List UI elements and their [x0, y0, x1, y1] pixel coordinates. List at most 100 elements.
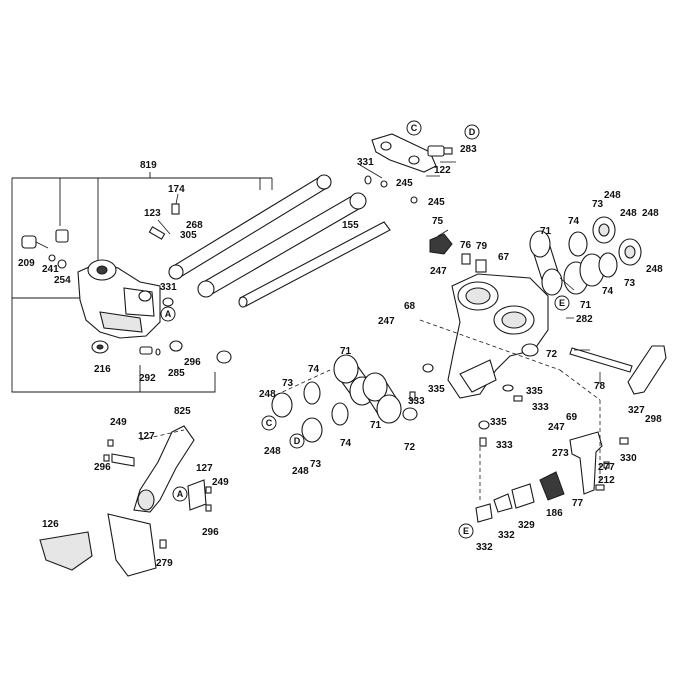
- part-label: 75: [432, 216, 444, 227]
- washers-74-73-right: [568, 216, 642, 278]
- part-label: 73: [592, 199, 604, 210]
- callout-circle: [172, 486, 188, 502]
- part-label: 333: [496, 440, 513, 451]
- callout-label: A: [177, 489, 184, 499]
- callout-label: E: [463, 526, 469, 536]
- part-label: 329: [518, 520, 535, 531]
- callout-label: E: [559, 298, 565, 308]
- small-parts-331-245: [364, 175, 418, 204]
- part-label: 248: [264, 446, 281, 457]
- part-label: 71: [540, 226, 552, 237]
- part-label: 77: [572, 498, 584, 509]
- spring-76-79: [461, 253, 487, 273]
- washers-74-73-center: [271, 381, 418, 443]
- callout-circle: [160, 306, 176, 322]
- callout-circle: [261, 415, 277, 431]
- dashed-leaders: [139, 319, 601, 500]
- part-label: 79: [476, 241, 488, 252]
- part-label: 73: [282, 378, 294, 389]
- label-leaders: [157, 161, 601, 384]
- plates-186-329-332: [475, 471, 565, 523]
- part-label: 248: [604, 190, 621, 201]
- part-label: 122: [434, 165, 451, 176]
- part-label: 248: [292, 466, 309, 477]
- part-label: 241: [42, 264, 59, 275]
- roller-71-lower-right: [563, 253, 605, 295]
- part-label: 283: [460, 144, 477, 155]
- nozzle-126: [39, 531, 93, 571]
- part-label: 74: [308, 364, 320, 375]
- part-label: 282: [576, 314, 593, 325]
- part-label: 279: [156, 558, 173, 569]
- assembly-819-frame: [11, 172, 273, 393]
- part-label: 331: [357, 157, 374, 168]
- part-label: 247: [430, 266, 447, 277]
- top-bracket-122: [371, 133, 437, 173]
- callout-circle: [458, 523, 474, 539]
- part-label: 212: [598, 475, 615, 486]
- part-label: 305: [180, 230, 197, 241]
- part-label: 71: [340, 346, 352, 357]
- part-label: 268: [186, 220, 203, 231]
- part-label: 819: [140, 160, 157, 171]
- rail-tube-upper: [168, 174, 332, 280]
- lever-327: [627, 345, 667, 395]
- part-label: 127: [138, 431, 155, 442]
- dust-hood-lower: [107, 513, 157, 577]
- part-label: 174: [168, 184, 185, 195]
- part-label: 78: [594, 381, 606, 392]
- part-label: 335: [526, 386, 543, 397]
- part-label: 333: [408, 396, 425, 407]
- knob-283: [427, 145, 453, 157]
- part-label: 76: [460, 240, 472, 251]
- part-label: 71: [580, 300, 592, 311]
- callout-label: D: [469, 127, 476, 137]
- part-label: 332: [476, 542, 493, 553]
- callout-label: D: [294, 436, 301, 446]
- part-label: 248: [642, 208, 659, 219]
- washer-331-left: [162, 297, 174, 307]
- part-label: 335: [490, 417, 507, 428]
- part-label: 126: [42, 519, 59, 530]
- part-label: 330: [620, 453, 637, 464]
- callout-label: C: [411, 123, 418, 133]
- rail-rod-155: [238, 221, 391, 308]
- part-label: 73: [310, 459, 322, 470]
- part-label: 186: [546, 508, 563, 519]
- part-label: 248: [646, 264, 663, 275]
- knob-75: [429, 233, 453, 255]
- part-label: 296: [202, 527, 219, 538]
- sleeve-parts-241-254: [48, 229, 69, 269]
- part-label: 67: [498, 252, 510, 263]
- part-label: 277: [598, 462, 615, 473]
- part-label: 123: [144, 208, 161, 219]
- part-label: 74: [340, 438, 352, 449]
- part-label: 72: [404, 442, 416, 453]
- part-label: 248: [620, 208, 637, 219]
- callout-circle: [554, 295, 570, 311]
- knob-209: [21, 235, 49, 249]
- main-casting-67: [447, 273, 549, 399]
- part-label: 333: [532, 402, 549, 413]
- small-screws-249-296-279: [103, 439, 212, 549]
- left-bracket-housing: [77, 259, 161, 339]
- bracket-77: [569, 431, 603, 495]
- part-label: 209: [18, 258, 35, 269]
- part-label: 335: [428, 384, 445, 395]
- part-label: 273: [552, 448, 569, 459]
- screw-174-123: [148, 203, 180, 240]
- callout-label: A: [165, 309, 172, 319]
- shaft-78: [569, 347, 633, 373]
- callout-circle: [289, 433, 305, 449]
- part-label: 73: [624, 278, 636, 289]
- screws-335-333: [409, 363, 523, 447]
- chute-bracket-127-right: [187, 479, 207, 511]
- rail-tube-middle: [197, 192, 367, 298]
- part-label: 249: [212, 477, 229, 488]
- washer-72-right: [521, 343, 539, 357]
- part-label: 296: [94, 462, 111, 473]
- part-label: 254: [54, 275, 71, 286]
- part-label: 127: [196, 463, 213, 474]
